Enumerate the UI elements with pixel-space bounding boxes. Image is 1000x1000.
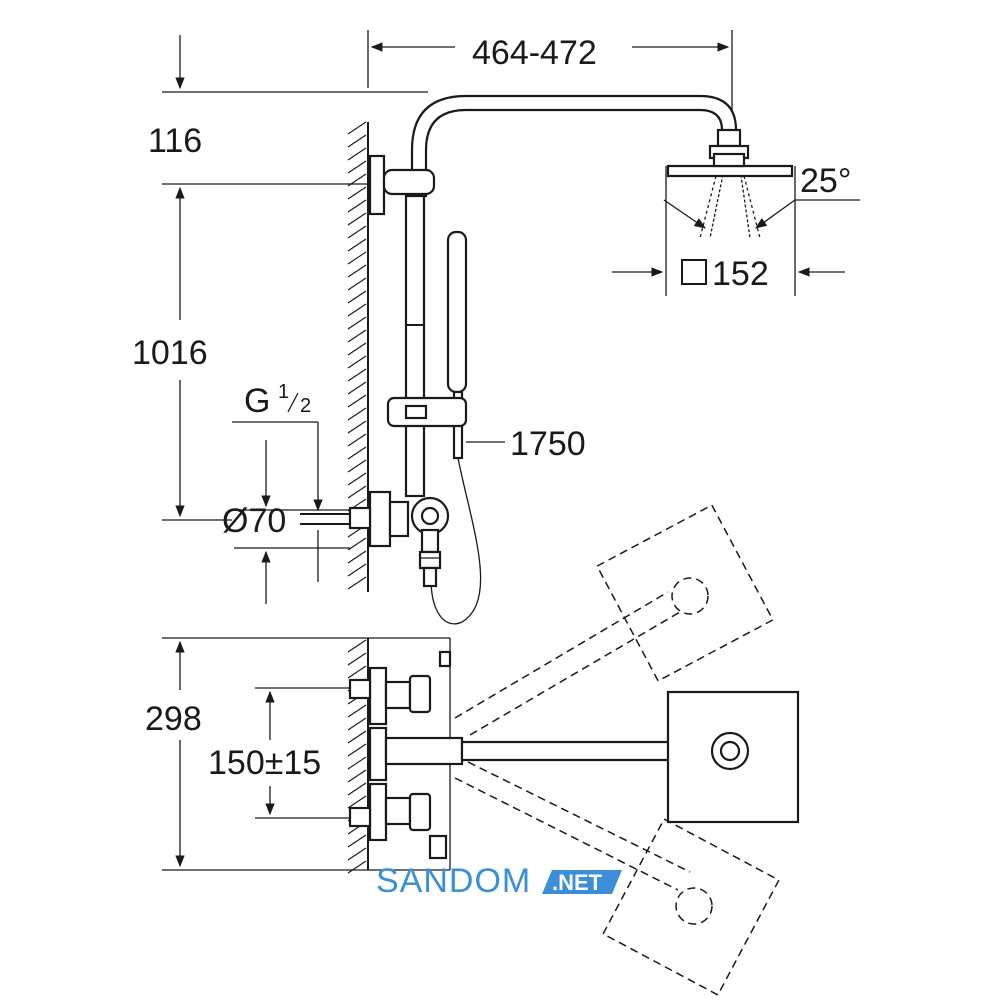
rail-height-label: 1016 — [132, 334, 208, 372]
rosette-diameter-label: Ø70 — [222, 502, 286, 540]
wall-hatch-line — [347, 251, 367, 265]
wall-hatch-line — [347, 639, 367, 653]
wall-hatch-line — [347, 446, 367, 460]
wall-hatch-line — [347, 342, 367, 356]
wall-hatch-line — [347, 420, 367, 434]
wall-hatch-line — [347, 550, 367, 564]
dimension-lines-elevation — [162, 30, 860, 604]
watermark-brand: SANDOM — [376, 862, 531, 900]
wall-hatch-line — [347, 860, 367, 874]
wall-hatch-line — [347, 394, 367, 408]
wall-hatch-line — [347, 782, 367, 796]
wall-hatch-line — [347, 303, 367, 317]
wall-hatch-line — [347, 717, 367, 731]
wall-hatch-line — [347, 134, 367, 148]
wall-hatch-line — [347, 795, 367, 809]
wall-hatch-line — [347, 238, 367, 252]
wall-hatch-line — [347, 277, 367, 291]
wall-hatch-line — [347, 652, 367, 666]
arm-reach-label: 464-472 — [472, 34, 597, 72]
wall-hatch-line — [347, 459, 367, 473]
watermark: SANDOM .NET — [376, 862, 622, 900]
thread-denominator-label: 2 — [300, 395, 311, 417]
wall-hatch-line — [347, 743, 367, 757]
wall-hatch-line — [347, 834, 367, 848]
wall-hatch-line — [347, 316, 367, 330]
watermark-domain-badge — [542, 870, 622, 894]
mixer-plan — [348, 650, 800, 860]
inlet-spacing-label: 150±15 — [208, 744, 321, 782]
wall-hatch-line — [347, 407, 367, 421]
thread-numerator-label: 1 — [278, 381, 289, 403]
wall-hatch-line — [347, 381, 367, 395]
thread-prefix-label: G — [244, 382, 270, 420]
watermark-domain: .NET — [552, 870, 603, 895]
wall-hatch-line — [347, 264, 367, 278]
wall-hatch-line — [347, 368, 367, 382]
wall-hatch-line — [347, 329, 367, 343]
wall-hatch-line — [347, 756, 367, 770]
arm-swivel-ghost — [454, 504, 780, 996]
dimension-lines-plan — [175, 640, 360, 868]
wall-hatch-line — [347, 355, 367, 369]
square-symbol-icon — [681, 259, 707, 285]
wall-hatch-line — [347, 433, 367, 447]
shower-column — [300, 94, 794, 625]
spray-cone — [699, 175, 761, 239]
wall-hatch-line — [347, 563, 367, 577]
top-offset-label: 116 — [148, 122, 202, 160]
wall-hatch-line — [347, 212, 367, 226]
wall-hatch-line — [347, 769, 367, 783]
thread-fraction-slash — [287, 392, 299, 413]
wall-hatch-line — [347, 704, 367, 718]
wall-hatch-line — [347, 576, 367, 590]
wall-hatch-line — [347, 730, 367, 744]
wall-hatch-line — [347, 847, 367, 861]
wall-hatch-line — [347, 225, 367, 239]
wall-hatch-line — [347, 186, 367, 200]
head-size-label: 152 — [712, 255, 769, 293]
wall-hatch-line — [347, 160, 367, 174]
hose-length-label: 1750 — [510, 425, 586, 463]
wall-hatch-line — [347, 121, 367, 135]
wall-hatch-line — [347, 472, 367, 486]
spray-angle-label: 25° — [800, 162, 851, 200]
wall-hatch-line — [347, 290, 367, 304]
mixer-depth-label: 298 — [145, 700, 202, 738]
wall-hatch-line — [347, 147, 367, 161]
wall-hatch-line — [347, 199, 367, 213]
wall-hatch-line — [347, 485, 367, 499]
wall-hatch-line — [347, 537, 367, 551]
wall-hatch-line — [347, 665, 367, 679]
